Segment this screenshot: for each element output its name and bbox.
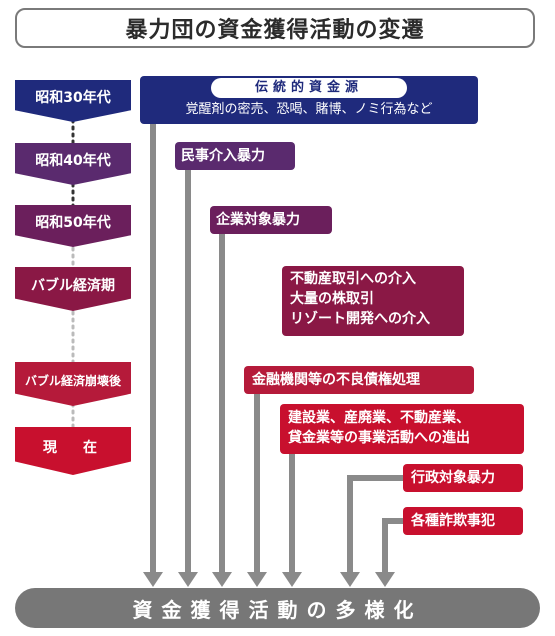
traditional-body: 覚醒剤の密売、恐喝、賭博、ノミ行為など — [185, 102, 433, 117]
bubble-line-3: リゾート開発への介入 — [290, 311, 430, 327]
page-title: 暴力団の資金獲得活動の変遷 — [15, 8, 535, 48]
admin-violence-box: 行政対象暴力 — [403, 464, 523, 492]
bubble-line-2: 大量の株取引 — [290, 291, 374, 307]
flow-arrows — [150, 120, 403, 574]
traditional-heading: 伝統的資金源 — [211, 78, 407, 98]
bad-debt-box: 金融機関等の不良債権処理 — [244, 366, 474, 394]
arrow-heads — [143, 572, 395, 587]
business-line-1: 建設業、産廃業、不動産業、 — [288, 410, 470, 426]
era-post-bubble: バブル経済崩壊後 — [15, 362, 131, 406]
civil-intervention-box: 民事介入暴力 — [175, 142, 295, 170]
traditional-source-box: 伝統的資金源 覚醒剤の密売、恐喝、賭博、ノミ行為など — [140, 76, 478, 124]
bubble-line-1: 不動産取引への介入 — [290, 271, 416, 287]
corporate-violence-box: 企業対象暴力 — [210, 206, 332, 234]
business-line-2: 貸金業等の事業活動への進出 — [288, 430, 470, 446]
fraud-box: 各種詐欺事犯 — [403, 507, 523, 535]
bubble-activities-box: 不動産取引への介入 大量の株取引 リゾート開発への介入 — [282, 266, 464, 336]
business-entry-box: 建設業、産廃業、不動産業、 貸金業等の事業活動への進出 — [280, 404, 524, 454]
diversification-bar: 資金獲得活動の多様化 — [15, 588, 540, 628]
